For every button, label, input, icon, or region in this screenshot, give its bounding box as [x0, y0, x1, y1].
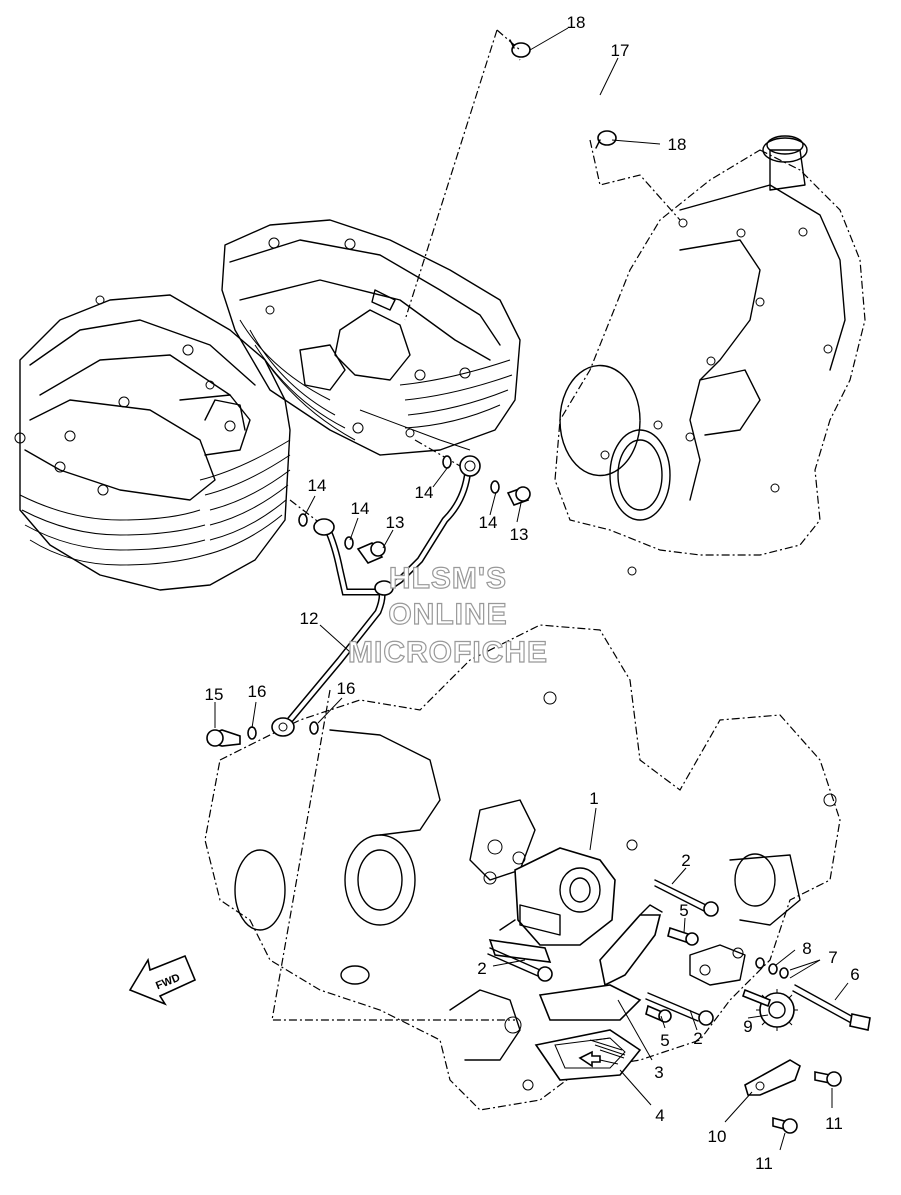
- callout-5a: 5: [679, 901, 688, 920]
- gasket-14c: [442, 455, 452, 469]
- callout-11b: 11: [755, 1154, 773, 1173]
- pump-bracket: [689, 944, 746, 986]
- watermark: HLSM'S ONLINE MICROFICHE: [347, 561, 548, 669]
- pump-gear: [742, 988, 798, 1031]
- callout-3: 3: [654, 1063, 663, 1082]
- callout-17: 17: [611, 41, 630, 60]
- fwd-arrow-icon: FWD: [128, 954, 197, 1006]
- cylinder-head-rear: [14, 294, 291, 591]
- watermark-line-2: ONLINE: [388, 598, 507, 631]
- callout-13b: 13: [510, 525, 529, 544]
- callout-14b: 14: [351, 499, 370, 518]
- watermark-line-3: MICROFICHE: [348, 636, 548, 669]
- watermark-line-1: HLSM'S: [389, 562, 507, 595]
- screw-11b: [772, 1116, 798, 1134]
- gasket-16a: [247, 726, 257, 740]
- oil-delivery-pipe: [271, 455, 481, 737]
- bolt-5b: [645, 1004, 672, 1023]
- callout-12: 12: [300, 609, 319, 628]
- cylinder-head-front: [221, 219, 521, 456]
- label-leaders: [214, 27, 849, 1151]
- callout-11a: 11: [825, 1114, 843, 1133]
- breather-hose: [517, 58, 666, 143]
- union-bolt-15: [206, 729, 241, 747]
- gasket-14b: [344, 536, 354, 550]
- dowel-pins: [755, 957, 789, 979]
- bolt-2b: [487, 947, 553, 982]
- callout-9: 9: [743, 1017, 752, 1036]
- callout-14d: 14: [479, 513, 498, 532]
- union-bolt-left: [356, 541, 386, 564]
- callout-4: 4: [655, 1106, 664, 1125]
- callout-13a: 13: [386, 513, 405, 532]
- callout-16b: 16: [337, 679, 356, 698]
- callout-16a: 16: [248, 682, 267, 701]
- callout-1: 1: [589, 789, 598, 808]
- hose-clamp-lower: [595, 130, 617, 149]
- gasket-14d: [490, 480, 500, 494]
- plate-10: [744, 1059, 801, 1096]
- bolt-2a: [654, 879, 719, 917]
- callout-2a: 2: [681, 851, 690, 870]
- bolt-2c: [645, 992, 714, 1026]
- callout-18a: 18: [567, 13, 586, 32]
- callout-18b: 18: [668, 135, 687, 154]
- union-bolt-right: [506, 486, 531, 506]
- callout-8: 8: [802, 939, 811, 958]
- callout-2b: 2: [477, 959, 486, 978]
- bolt-6: [792, 984, 871, 1031]
- oil-strainer: [534, 1029, 642, 1081]
- callout-7: 7: [828, 948, 837, 967]
- hose-clamp-upper: [509, 39, 531, 58]
- callout-labels: 18 17 18 14 14 13 14 14 13 12 15 16 16 1…: [205, 13, 860, 1173]
- callout-6: 6: [850, 965, 859, 984]
- callout-15: 15: [205, 685, 224, 704]
- gasket-14a: [298, 513, 308, 527]
- callout-14a: 14: [308, 476, 327, 495]
- strainer-gasket: [538, 984, 642, 1021]
- callout-14c: 14: [415, 483, 434, 502]
- bolt-5a: [667, 926, 699, 946]
- gasket-16b: [309, 721, 319, 735]
- oil-pump-assembly: [488, 847, 616, 963]
- crankcase: [204, 624, 841, 1111]
- callout-5b: 5: [660, 1031, 669, 1050]
- callout-2c: 2: [693, 1029, 702, 1048]
- callout-10: 10: [708, 1127, 727, 1146]
- screw-11a: [814, 1071, 842, 1087]
- crankcase-cover: [554, 135, 866, 576]
